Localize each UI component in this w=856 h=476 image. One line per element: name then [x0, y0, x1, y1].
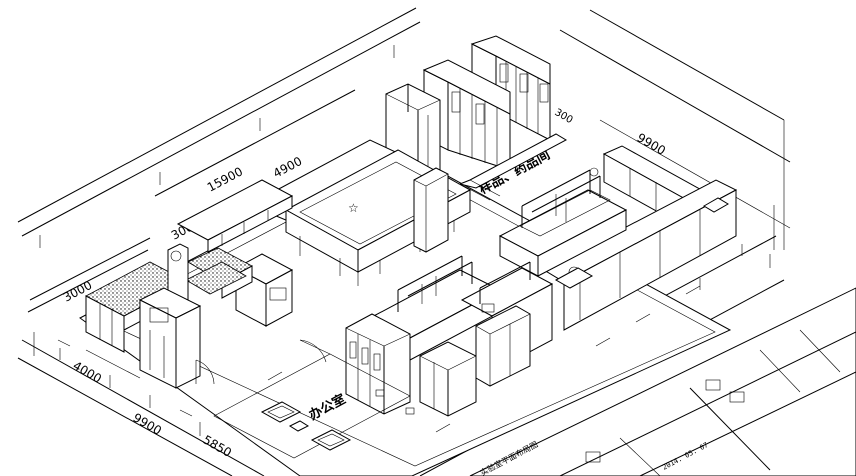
- right-lab-area: [498, 145, 738, 331]
- left-wall-benches: [176, 179, 294, 327]
- hatched-benches: [85, 243, 253, 389]
- dim-300: 300: [553, 107, 575, 126]
- small-annotations: [57, 285, 701, 433]
- back-left-benches: ☆: [260, 139, 472, 286]
- title-block: 2014. 05. 07 实验室平面布局图: [469, 287, 856, 476]
- middle-lab-area: [345, 255, 554, 417]
- sample-store-partition: [458, 133, 568, 201]
- dim-5850: 5850: [201, 432, 234, 459]
- dim-4000: 4000: [71, 358, 104, 385]
- office-area: [195, 339, 415, 459]
- svg-text:☆: ☆: [348, 201, 359, 215]
- dim-15900-top: 15900: [205, 164, 245, 194]
- dim-9900-left: 9900: [131, 410, 164, 437]
- dim-4900: 4900: [271, 154, 305, 181]
- dim-9900-top: 9900: [635, 130, 668, 157]
